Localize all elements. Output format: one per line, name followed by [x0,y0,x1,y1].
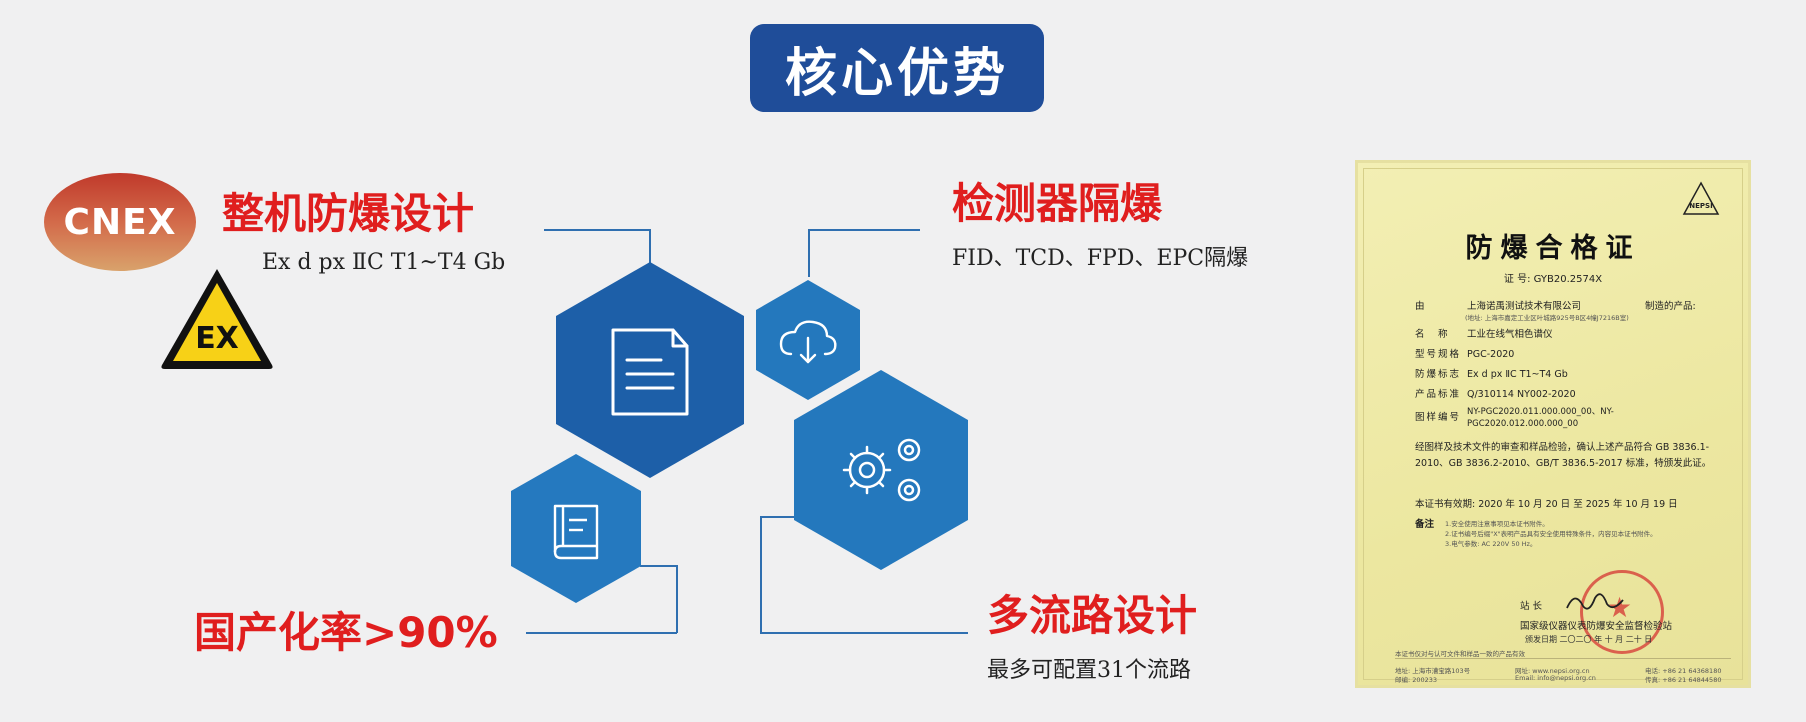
certificate-row-value: Q/310114 NY002-2020 [1467,389,1576,400]
cnex-logo: CNEX [43,172,197,272]
certificate-footer-tel: 电话: +86 21 64368180 [1645,667,1722,675]
certificate-row-value: NY-PGC2020.011.000.000_00、NY-PGC2020.012… [1467,407,1614,429]
connector-line-bottom-right-v [760,516,762,633]
certificate-row: 图样编号 NY-PGC2020.011.000.000_00、NY-PGC2020… [1415,406,1705,430]
signature-graphic [1565,588,1625,620]
certificate-applicant-row: 由 上海诺禹测试技术有限公司 [1415,298,1581,312]
feature-localization-title: 国产化率>90% [194,608,498,657]
cnex-logo-graphic [44,173,196,271]
certificate-footer-email: Email: info@nepsi.org.cn [1515,674,1596,682]
certificate-number: 证 号: GYB20.2574X [1503,274,1603,285]
certificate-footer-address: 地址: 上海市漕宝路103号 [1395,667,1471,675]
certificate-row: 型号规格 PGC-2020 [1415,346,1514,360]
certificate-footer-divider [1395,658,1731,659]
certificate-row-label: 名 称 [1415,329,1450,340]
certificate-row-label: 产品标准 [1415,389,1462,400]
certificate-row: 产品标准 Q/310114 NY002-2020 [1415,386,1576,400]
feature-explosion-proof-title: 整机防爆设计 [222,189,475,238]
certificate-footer-zip: 邮编: 200233 [1395,676,1438,684]
certificate-footer-web: 网址: www.nepsi.org.cn [1515,667,1590,675]
certificate-issue-date: 颁发日期 二〇二〇 年 十 月 二十 日 [1525,635,1653,644]
certificate-row-label: 型号规格 [1415,349,1462,360]
feature-multi-flow-subtitle: 最多可配置31个流路 [987,658,1191,683]
certificate-row-label: 图样编号 [1415,412,1462,423]
certificate-footer-fax: 传真: +86 21 64844580 [1645,676,1722,684]
certificate-row-label: 防爆标志 [1415,369,1462,380]
page-title-pill: 核心优势 [750,24,1044,112]
cloud-download-icon [779,320,837,364]
connector-line-top-right-v [808,229,810,277]
hexagon-document [556,262,744,478]
ex-warning-sign: EX [158,265,276,371]
certificate-remark: 3.电气参数: AC 220V 50 Hz。 [1445,540,1537,548]
ex-triangle-icon [161,269,273,369]
certificate-statement: 经图样及技术文件的审查和样品检验，确认上述产品符合 GB 3836.1-2010… [1415,442,1712,469]
hexagon-cluster [511,262,968,603]
certificate-border [1363,168,1743,680]
certificate-applicant: 上海诺禹测试技术有限公司 [1467,301,1582,312]
certificate-row-value: 工业在线气相色谱仪 [1467,329,1553,340]
gears-icon [842,438,921,502]
connector-line-top-right-h [808,229,920,231]
certificate-footer-note: 本证书仅对与认可文件和样品一致的产品有效 [1395,650,1525,658]
certificate-signer-label: 站 长 [1520,601,1543,612]
connector-line-bottom-left-stub [640,565,677,567]
ex-sign-text: EX [195,321,239,356]
connector-line-bottom-right-stub [760,516,800,518]
page-title: 核心优势 [784,43,1009,104]
document-icon [611,328,689,416]
cnex-logo-text: CNEX [63,202,177,243]
nepsi-mark-icon: NEPSI [1681,180,1721,220]
feature-explosion-proof-subtitle: Ex d px ⅡC T1~T4 Gb [262,250,506,275]
certificate-row-value: Ex d px ⅡC T1~T4 Gb [1467,369,1568,380]
explosion-proof-certificate: NEPSI 防爆合格证 证 号: GYB20.2574X 由 上海诺禹测试技术有限… [1355,160,1751,688]
feature-detector-isolation-subtitle: FID、TCD、FPD、EPC隔爆 [952,246,1249,271]
connector-line-bottom-left-h [526,632,677,634]
connector-line-top-left-v [649,229,651,271]
hexagon-gears [794,370,968,570]
certificate-remarks-label: 备注 [1415,519,1435,530]
connector-line-bottom-right-h [760,632,968,634]
certificate-row: 名 称 工业在线气相色谱仪 [1415,326,1553,340]
certificate-applicant-label: 由 [1415,301,1427,312]
hexagon-book [511,454,641,603]
certificate-address: (地址: 上海市嘉定工业区叶城路925号B区4幢J7216B室) [1465,314,1629,322]
connector-line-bottom-left-v [676,565,678,633]
certificate-issuer: 国家级仪器仪表防爆安全监督检验站 [1520,621,1673,632]
certificate-remark: 2.证书编号后缀"X"表明产品具有安全使用特殊条件，内容见本证书附件。 [1445,530,1657,538]
certificate-validity: 本证书有效期: 2020 年 10 月 20 日 至 2025 年 10 月 1… [1415,499,1678,510]
nepsi-mark-text: NEPSI [1689,202,1713,210]
certificate-row: 防爆标志 Ex d px ⅡC T1~T4 Gb [1415,366,1568,380]
feature-multi-flow-title: 多流路设计 [987,591,1198,640]
connector-line-top-left-h [544,229,650,231]
feature-detector-isolation-title: 检测器隔爆 [952,179,1163,228]
book-icon [553,504,599,560]
certificate-remark: 1.安全使用注意事项见本证书附件。 [1445,520,1549,528]
certificate-applicant-suffix: 制造的产品: [1645,301,1696,312]
certificate-title: 防爆合格证 [1465,233,1641,264]
certificate-row-value: PGC-2020 [1467,349,1515,360]
